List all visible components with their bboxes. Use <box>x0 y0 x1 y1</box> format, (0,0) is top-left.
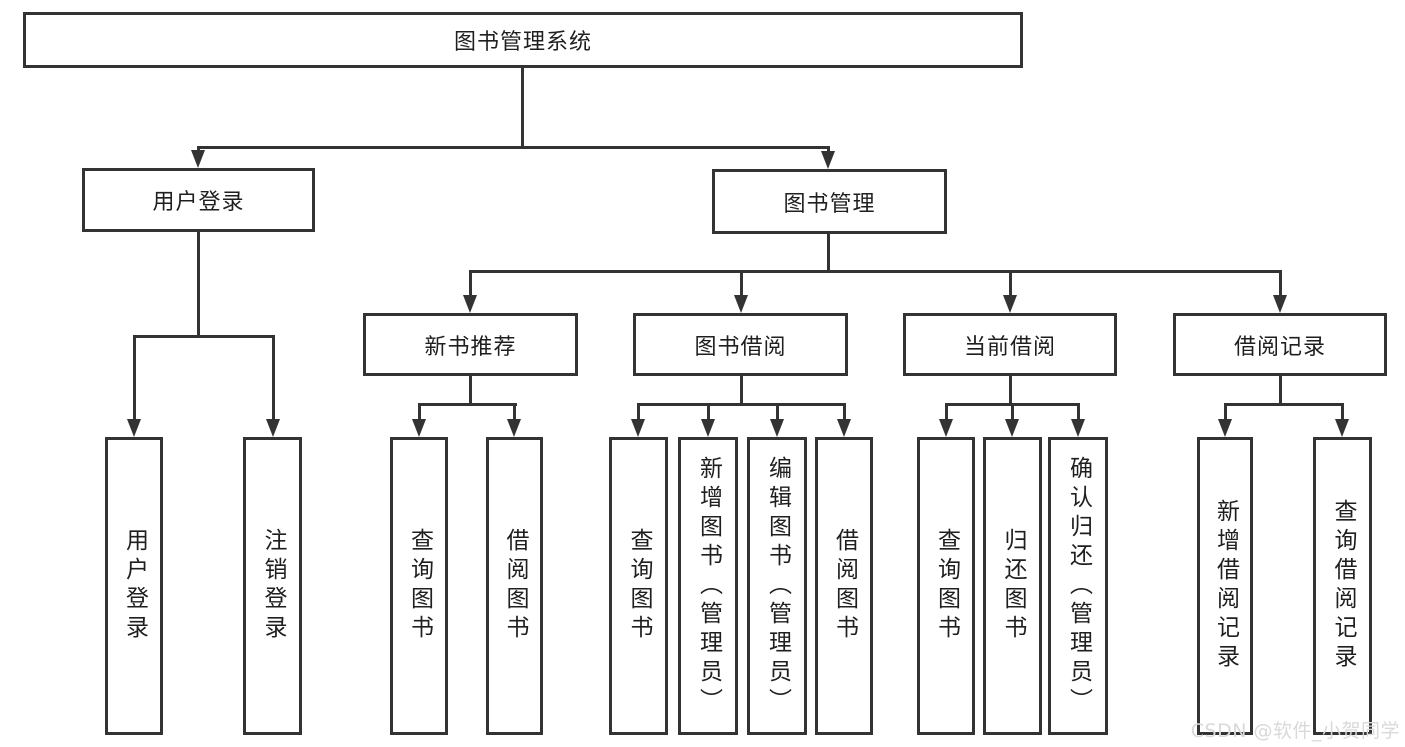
arrowhead <box>701 419 715 437</box>
node-current-borrow: 当前借阅 <box>903 313 1117 376</box>
connector-line <box>1279 270 1282 298</box>
arrowhead <box>1005 419 1019 437</box>
connector-line <box>827 234 830 270</box>
node-user-login: 用户登录 <box>82 168 315 232</box>
leaf-return-books-label: 归还图书 <box>1000 528 1026 644</box>
connector-line <box>418 403 517 406</box>
node-book-management: 图书管理 <box>712 169 947 234</box>
leaf-query-books-recommend: 查询图书 <box>390 437 448 735</box>
connector-line <box>469 376 472 403</box>
connector-line <box>469 270 472 298</box>
node-user-login-label: 用户登录 <box>152 190 245 215</box>
arrowhead <box>734 295 748 313</box>
leaf-logout-label: 注销登录 <box>260 528 286 644</box>
leaf-add-book-admin: 新增图书（管理员） <box>678 437 738 735</box>
connector-line <box>707 403 710 421</box>
connector-line <box>1224 403 1227 421</box>
node-book-borrow-label: 图书借阅 <box>694 334 787 360</box>
connector-line <box>1009 376 1012 403</box>
connector-line <box>843 403 846 421</box>
connector-line <box>945 403 948 421</box>
node-root: 图书管理系统 <box>23 12 1023 68</box>
leaf-confirm-return-admin-label: 确认归还（管理员） <box>1065 455 1092 717</box>
connector-line <box>776 403 779 421</box>
leaf-add-book-admin-label: 新增图书（管理员） <box>695 455 722 717</box>
arrowhead <box>1003 295 1017 313</box>
connector-line <box>513 403 516 421</box>
arrowhead <box>266 419 280 437</box>
arrowhead <box>127 419 141 437</box>
leaf-add-borrow-record-label: 新增借阅记录 <box>1212 499 1239 673</box>
node-new-book-recommend-label: 新书推荐 <box>424 334 517 360</box>
leaf-edit-book-admin-label: 编辑图书（管理员） <box>764 455 791 717</box>
leaf-borrow-books-recommend: 借阅图书 <box>486 437 543 735</box>
connector-line <box>637 403 640 421</box>
arrowhead <box>821 151 835 169</box>
leaf-return-books: 归还图书 <box>983 437 1042 735</box>
arrowhead <box>631 419 645 437</box>
node-current-borrow-label: 当前借阅 <box>963 334 1056 360</box>
connector-line <box>1224 403 1344 406</box>
leaf-user-login: 用户登录 <box>105 437 163 735</box>
connector-line <box>740 270 743 298</box>
leaf-query-books-recommend-label: 查询图书 <box>406 528 433 644</box>
arrowhead <box>939 419 953 437</box>
arrowhead <box>1071 419 1085 437</box>
leaf-query-borrow-record: 查询借阅记录 <box>1313 437 1372 735</box>
arrowhead <box>1335 419 1349 437</box>
arrowhead <box>412 419 426 437</box>
node-book-borrow: 图书借阅 <box>633 313 848 376</box>
leaf-user-login-label: 用户登录 <box>121 528 148 644</box>
watermark: CSDN @软件_小贺同学 <box>1190 720 1400 742</box>
connector-line <box>1009 270 1012 298</box>
connector-line <box>133 335 275 338</box>
arrowhead <box>837 419 851 437</box>
leaf-logout: 注销登录 <box>243 437 302 735</box>
connector-line <box>521 68 524 146</box>
connector-line <box>637 403 846 406</box>
leaf-borrow-books-2-label: 借阅图书 <box>831 528 858 644</box>
connector-line <box>827 146 830 153</box>
connector-line <box>1279 376 1282 403</box>
leaf-query-books-current-label: 查询图书 <box>933 528 960 644</box>
node-new-book-recommend: 新书推荐 <box>363 313 578 376</box>
node-borrow-records: 借阅记录 <box>1173 313 1387 376</box>
node-borrow-records-label: 借阅记录 <box>1233 334 1326 360</box>
leaf-query-books-current: 查询图书 <box>917 437 975 735</box>
leaf-borrow-books-recommend-label: 借阅图书 <box>502 528 528 644</box>
leaf-query-books-borrow-label: 查询图书 <box>626 528 652 644</box>
connector-line <box>1341 403 1344 421</box>
arrowhead <box>1218 419 1232 437</box>
arrowhead <box>770 419 784 437</box>
arrowhead <box>191 150 205 168</box>
leaf-query-borrow-record-label: 查询借阅记录 <box>1330 499 1356 673</box>
connector-line <box>469 270 1282 273</box>
connector-line <box>1011 403 1014 421</box>
leaf-add-borrow-record: 新增借阅记录 <box>1197 437 1253 735</box>
leaf-query-books-borrow: 查询图书 <box>609 437 668 735</box>
arrowhead <box>463 295 477 313</box>
connector-line <box>1077 403 1080 421</box>
connector-line <box>133 335 136 421</box>
node-book-management-label: 图书管理 <box>783 191 876 217</box>
connector-line <box>272 335 275 421</box>
connector-line <box>197 232 200 335</box>
arrowhead <box>1273 295 1287 313</box>
connector-line <box>197 146 200 153</box>
connector-line <box>740 376 743 403</box>
node-root-label: 图书管理系统 <box>453 30 592 55</box>
leaf-confirm-return-admin: 确认归还（管理员） <box>1048 437 1108 735</box>
leaf-edit-book-admin: 编辑图书（管理员） <box>747 437 807 735</box>
arrowhead <box>507 419 521 437</box>
leaf-borrow-books-2: 借阅图书 <box>815 437 873 735</box>
connector-line <box>197 146 830 149</box>
connector-line <box>418 403 421 421</box>
